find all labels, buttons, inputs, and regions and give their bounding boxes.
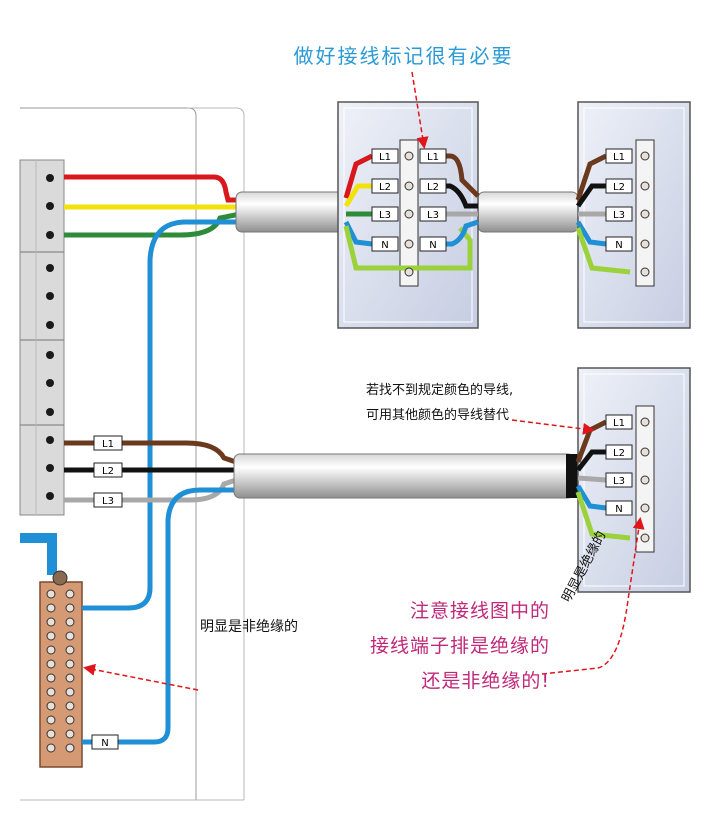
attention-note-line2: 接线端子排是绝缘的 bbox=[370, 635, 551, 657]
junction-box-1-screws bbox=[404, 151, 414, 277]
upper-circuit-wires bbox=[64, 174, 241, 611]
attention-note-line3: 还是非绝缘的! bbox=[421, 670, 551, 692]
top-cable-1 bbox=[235, 191, 347, 233]
junction-box-2-wires bbox=[575, 153, 631, 275]
svg-text:L1: L1 bbox=[613, 152, 625, 163]
svg-text:N: N bbox=[381, 240, 388, 251]
svg-text:L3: L3 bbox=[379, 210, 391, 221]
substitute-note-line1: 若找不到规定颜色的导线, bbox=[366, 383, 514, 398]
non-insulated-label: 明显是非绝缘的 bbox=[200, 619, 298, 635]
bottom-cable bbox=[233, 453, 580, 499]
junction-box-3-tags: L1 L2 L3 N bbox=[605, 414, 633, 516]
svg-text:L1: L1 bbox=[613, 418, 625, 429]
breaker-screws bbox=[46, 174, 54, 500]
svg-text:L2: L2 bbox=[427, 182, 439, 193]
tag-n: N bbox=[101, 738, 108, 749]
distribution-board bbox=[20, 107, 245, 801]
svg-text:L3: L3 bbox=[613, 476, 625, 487]
svg-text:L1: L1 bbox=[427, 152, 439, 163]
junction-box-1-tags: L1 L2 L3 N L1 L2 L3 N bbox=[371, 148, 447, 252]
tag-l1: L1 bbox=[102, 439, 114, 450]
substitute-note-line2: 可用其他颜色的导线替代 bbox=[366, 408, 510, 423]
svg-text:L1: L1 bbox=[379, 152, 391, 163]
attention-note-line1: 注意接线图中的 bbox=[410, 600, 551, 622]
neutral-bus-wire bbox=[20, 533, 57, 575]
board-wire-tags: L1 L2 L3 N bbox=[91, 435, 123, 750]
breaker-column bbox=[19, 159, 65, 516]
svg-text:L2: L2 bbox=[613, 448, 625, 459]
attention-note: 注意接线图中的 接线端子排是绝缘的 还是非绝缘的! bbox=[370, 594, 550, 699]
junction-box-3-screws bbox=[640, 417, 650, 543]
top-cable-2 bbox=[477, 191, 579, 233]
svg-text:N: N bbox=[429, 240, 436, 251]
svg-text:N: N bbox=[615, 504, 622, 515]
svg-text:L2: L2 bbox=[613, 182, 625, 193]
svg-text:N: N bbox=[615, 240, 622, 251]
terminal-bar-screws bbox=[46, 589, 75, 753]
lower-circuit-wires bbox=[64, 440, 237, 745]
tag-l3: L3 bbox=[102, 496, 114, 507]
tag-l2: L2 bbox=[102, 466, 114, 477]
top-note: 做好接线标记很有必要 bbox=[293, 44, 514, 68]
junction-box-2-screws bbox=[640, 151, 650, 277]
svg-text:L3: L3 bbox=[427, 210, 439, 221]
junction-box-2-tags: L1 L2 L3 N bbox=[605, 148, 633, 252]
terminal-bar bbox=[39, 570, 83, 768]
svg-text:L3: L3 bbox=[613, 210, 625, 221]
substitute-note: 若找不到规定颜色的导线, 可用其他颜色的导线替代 bbox=[366, 378, 513, 428]
leader-arrows bbox=[83, 71, 645, 691]
svg-text:L2: L2 bbox=[379, 182, 391, 193]
